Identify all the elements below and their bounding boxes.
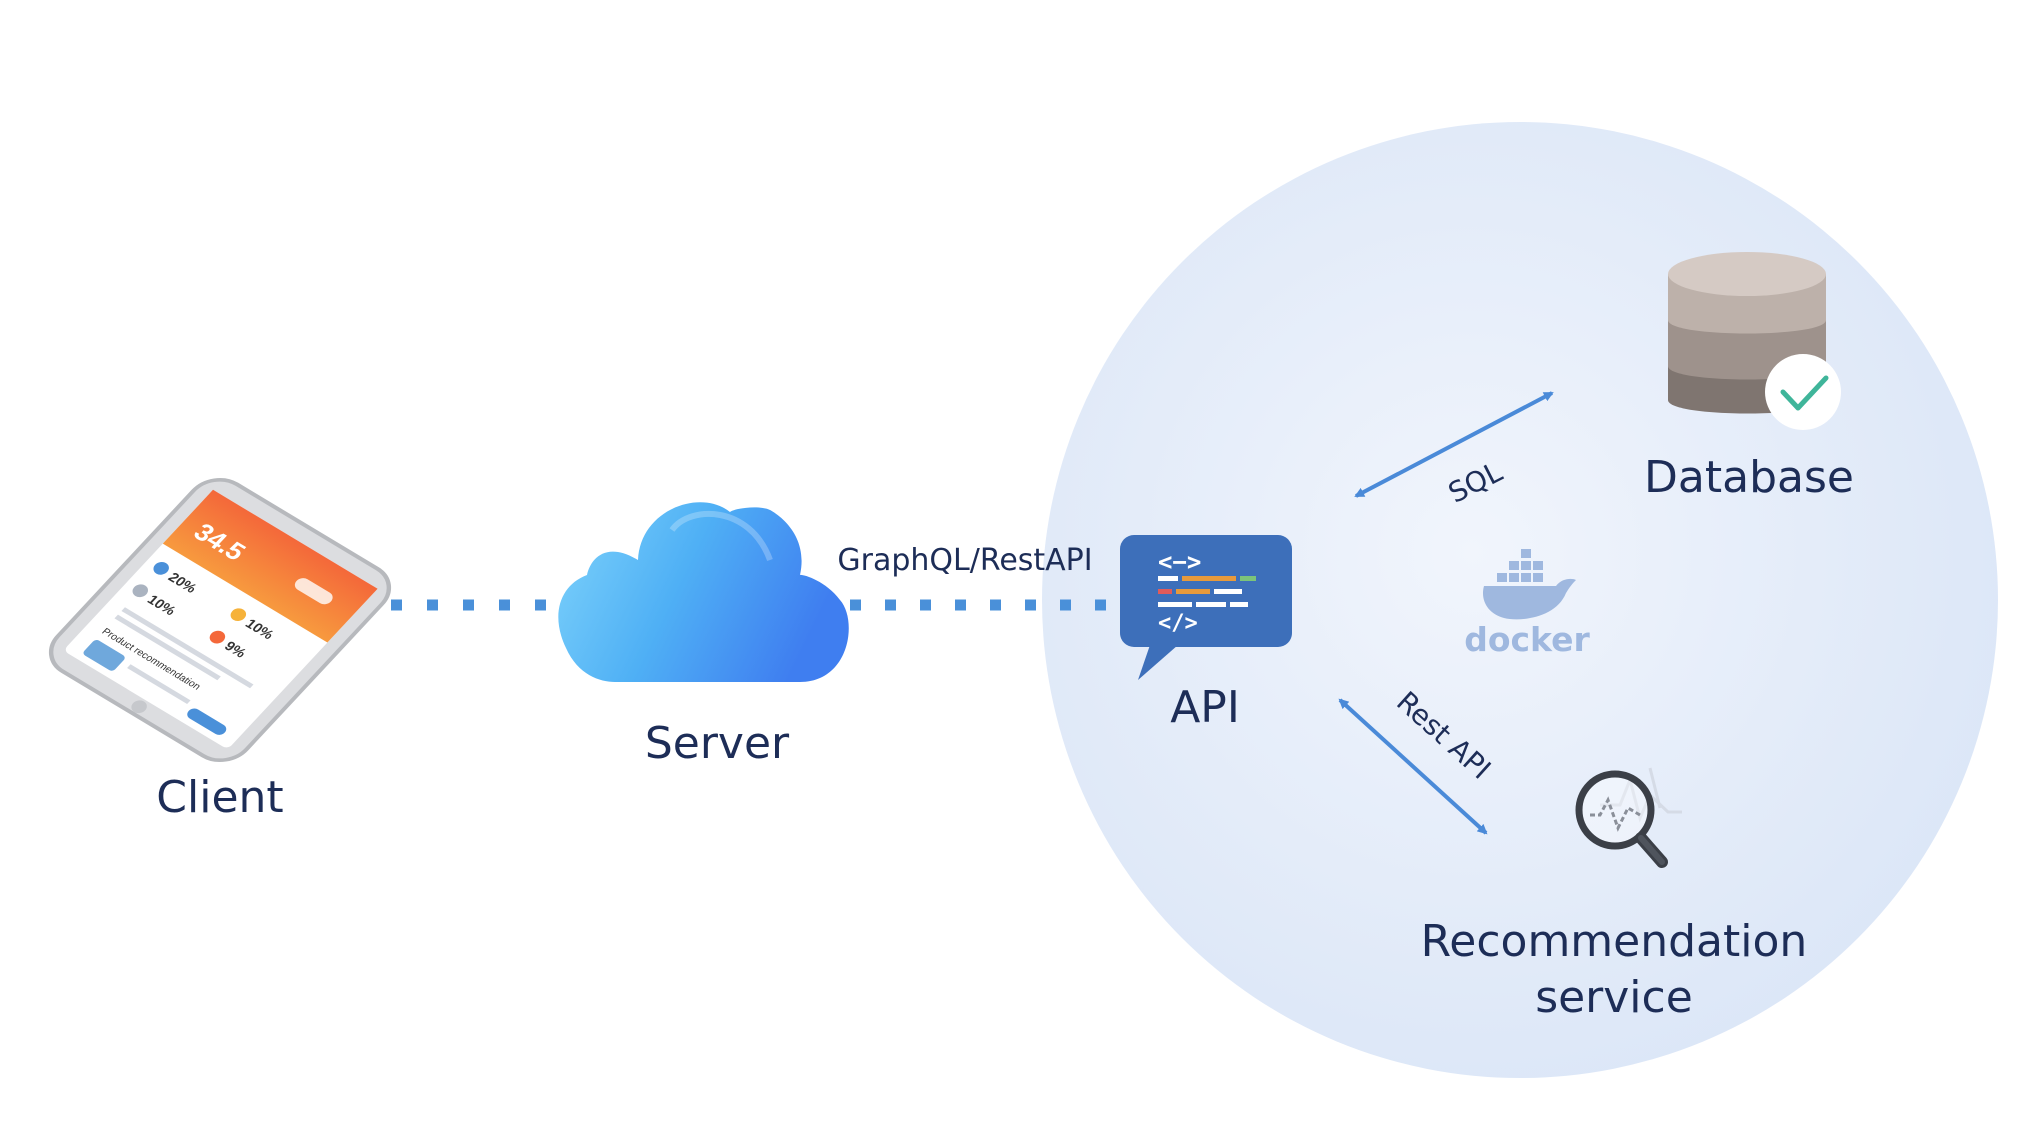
code-chat-icon: <−> </> bbox=[1120, 535, 1292, 680]
client-label: Client bbox=[156, 772, 283, 823]
docker-label: docker bbox=[1464, 620, 1590, 659]
smartphone-icon: 34.5 20% 10% 10% 9% Product recommendati… bbox=[48, 478, 392, 762]
docker-whale-icon bbox=[1482, 549, 1576, 620]
server-api-edge-label: GraphQL/RestAPI bbox=[837, 543, 1092, 578]
cloud-icon bbox=[558, 502, 849, 682]
api-recommendation-arrow bbox=[1338, 698, 1488, 835]
database-check-icon bbox=[1668, 252, 1841, 430]
api-database-arrow bbox=[1354, 391, 1554, 498]
api-label: API bbox=[1170, 682, 1240, 733]
svg-text:<−>: <−> bbox=[1158, 548, 1201, 576]
svg-text:</>: </> bbox=[1158, 611, 1198, 636]
magnifier-chart-icon bbox=[1575, 767, 1682, 868]
recommendation-label-line1: Recommendation bbox=[1421, 916, 1808, 967]
recommendation-label-line2: service bbox=[1535, 972, 1693, 1023]
server-label: Server bbox=[645, 718, 790, 769]
database-label: Database bbox=[1644, 452, 1854, 503]
